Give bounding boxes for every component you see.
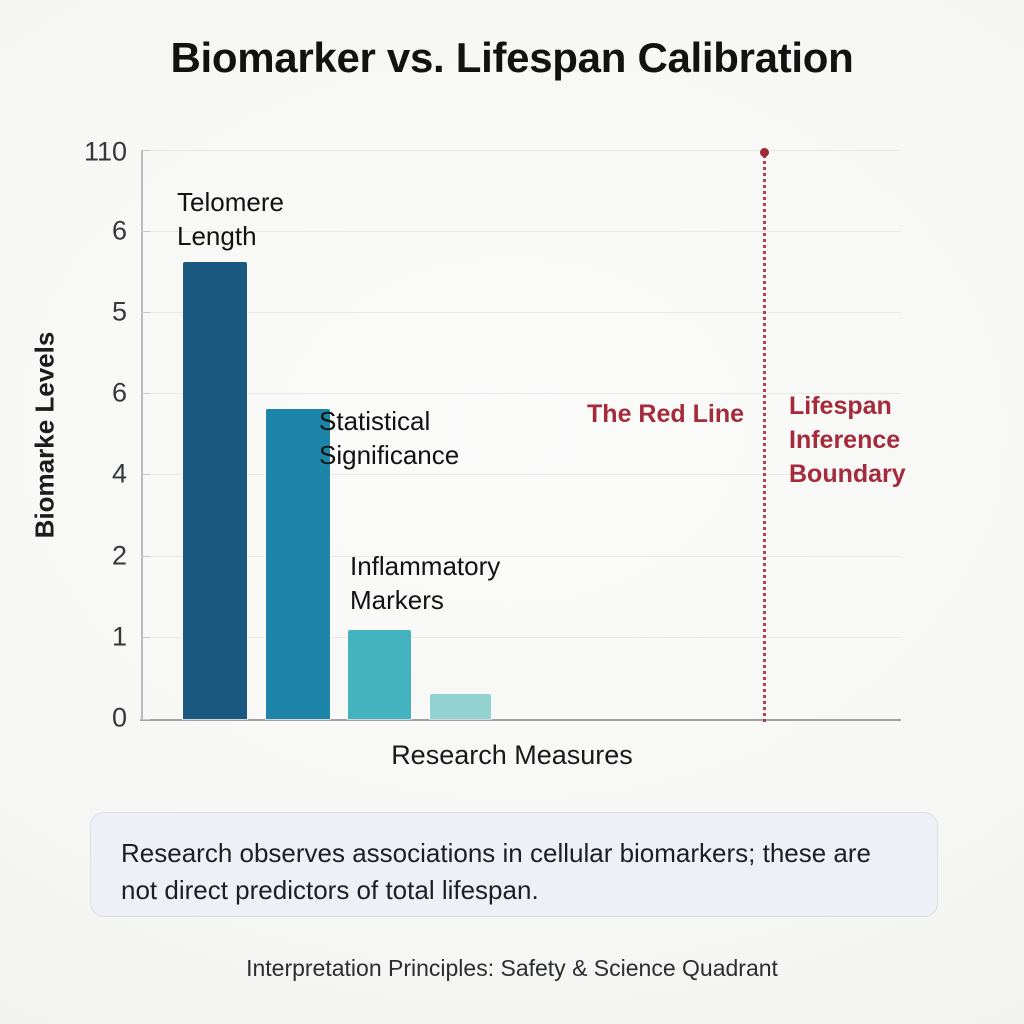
gridline [141,231,901,232]
gridline [141,150,901,151]
y-tick-mark [141,556,150,557]
y-tick-mark [141,150,150,151]
y-axis-title: Biomarke Levels [29,331,60,539]
red-boundary-line [763,150,766,722]
chart-title: Biomarker vs. Lifespan Calibration [170,34,854,81]
y-tick-mark [141,393,150,394]
y-tick-label-5: 2 [111,540,127,571]
bar-label-inflammatory-markers: Inflammatory Markers [350,551,501,615]
y-tick-mark [141,474,150,475]
bar-label-telomere-length: Telomere Length [177,187,284,251]
bar-statistical-significance[interactable] [266,409,330,719]
y-tick-label-2: 5 [111,296,127,327]
y-tick-label-4: 4 [111,458,127,489]
y-tick-mark [141,231,150,232]
gridline [141,474,901,475]
y-tick-label-1: 6 [111,215,127,246]
gridline [141,637,901,638]
y-tick-mark [141,312,150,313]
y-tick-mark [141,637,150,638]
y-tick-label-0: 110 [83,136,127,167]
red-line-right-annotation: Lifespan Inference Boundary [789,392,906,488]
x-axis-title: Research Measures [391,740,633,770]
y-tick-label-3: 6 [111,377,127,408]
red-line-left-annotation: The Red Line [587,400,744,428]
disclaimer-note-text: Research observes associations in cellul… [121,838,872,905]
disclaimer-note-box: Research observes associations in cellul… [90,812,938,917]
red-boundary-top-marker [760,148,769,157]
y-tick-label-6: 1 [111,621,127,652]
bar-unlabeled-fourth[interactable] [430,694,491,719]
gridline [141,393,901,394]
y-axis-line [141,150,143,720]
plot-area: 110 6 5 6 4 2 1 0 Biomarke Levels Telome… [30,137,906,733]
gridline [141,312,901,313]
footer-caption: Interpretation Principles: Safety & Scie… [246,955,778,981]
y-tick-label-7: 0 [111,702,127,733]
bar-label-statistical-significance: Statistical Significance [319,406,460,470]
gridline [141,556,901,557]
y-tick-mark [141,719,150,720]
x-axis-line [140,719,901,721]
bar-inflammatory-markers[interactable] [348,630,411,719]
bar-telomere-length[interactable] [183,262,247,719]
